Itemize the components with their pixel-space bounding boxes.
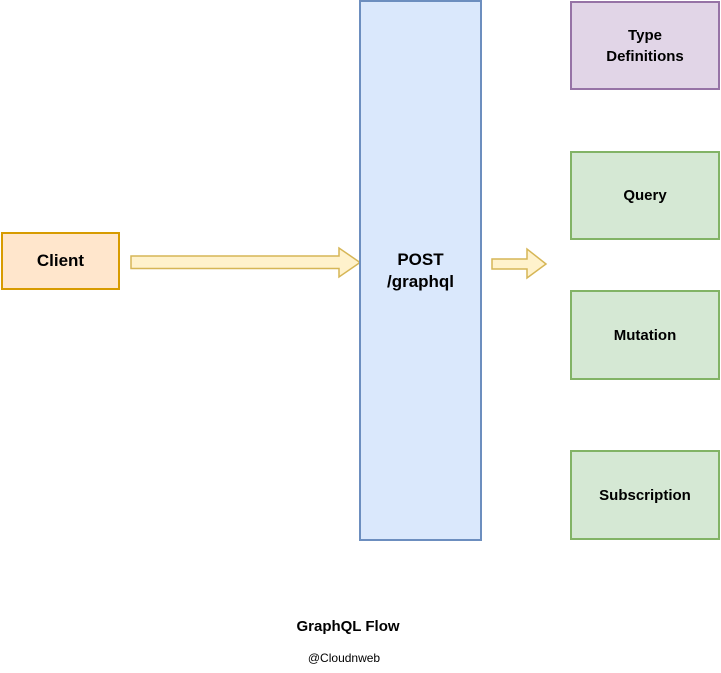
diagram-credit: @Cloudnweb [307,651,381,665]
mutation-label: Mutation [613,326,677,344]
type-definitions-label: Type Definitions [606,26,684,65]
server-endpoint-label: POST /graphql [386,249,455,291]
subscription-node: Subscription [570,450,720,540]
mutation-node: Mutation [570,290,720,380]
right-arrow-icon [491,247,548,280]
client-label: Client [36,251,85,270]
right-arrow-icon [130,246,362,279]
arrow-client-to-server [130,246,362,279]
diagram-title: GraphQL Flow [296,618,400,635]
type-definitions-node: Type Definitions [570,1,720,90]
query-label: Query [623,187,667,204]
query-node: Query [570,151,720,240]
client-node: Client [1,232,120,290]
subscription-label: Subscription [599,486,691,504]
server-endpoint-node: POST /graphql [359,0,482,541]
arrow-server-to-operations [491,247,548,280]
